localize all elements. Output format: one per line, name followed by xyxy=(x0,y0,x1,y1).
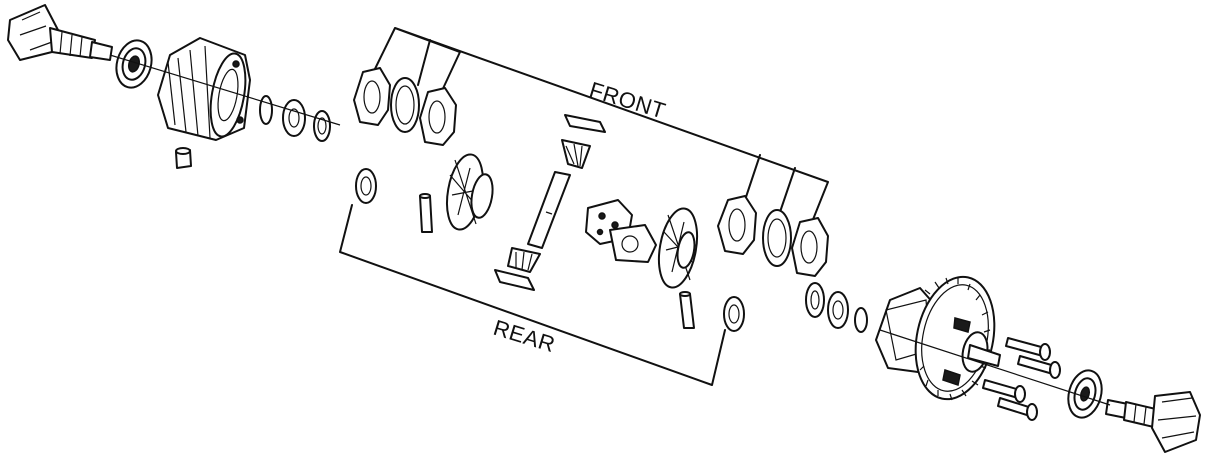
left-side-gear xyxy=(446,153,494,231)
front-left-clutch-plates xyxy=(353,67,457,146)
bottom-pinion-washer xyxy=(494,269,535,291)
diff-case xyxy=(157,37,251,141)
left-outdrive-cup xyxy=(7,4,113,61)
ring-gear-screws xyxy=(982,337,1061,421)
cross-pin-right xyxy=(679,291,695,329)
center-shaft xyxy=(527,171,571,249)
rear-label: REAR xyxy=(491,315,559,357)
rear-left-washer xyxy=(355,168,377,204)
bottom-pinion-gear xyxy=(507,247,541,273)
front-label: FRONT xyxy=(587,77,669,124)
top-pinion-washer xyxy=(564,114,606,133)
right-bearing xyxy=(1067,369,1103,419)
spider-cross-plate xyxy=(585,199,657,263)
rear-right-washer xyxy=(723,296,745,332)
left-bearing xyxy=(115,39,153,89)
right-axis-line xyxy=(879,329,1111,406)
front-right-clutch-plates xyxy=(717,195,829,277)
left-axis-line xyxy=(109,54,341,126)
ring-gear xyxy=(914,275,1001,401)
front-bracket xyxy=(371,27,829,223)
small-pinion-bushing xyxy=(175,147,192,169)
cross-pin-left xyxy=(419,193,433,233)
right-outdrive-cup xyxy=(1105,391,1201,453)
top-pinion-gear xyxy=(561,139,591,169)
right-side-gear xyxy=(657,207,699,289)
right-washers xyxy=(805,282,868,333)
rear-bracket xyxy=(339,204,726,386)
